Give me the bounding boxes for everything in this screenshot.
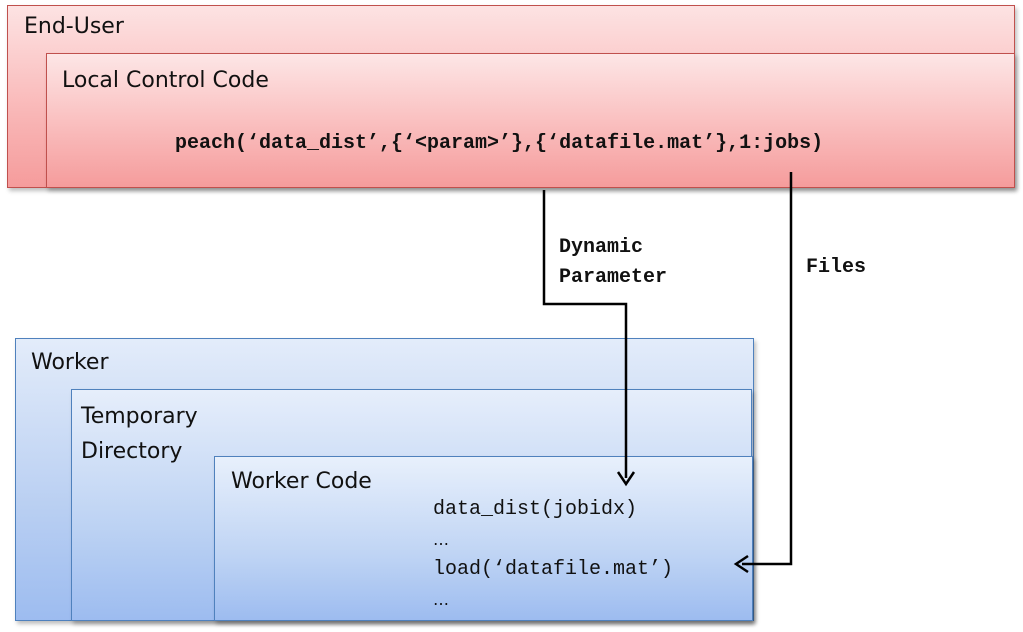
dynamic-parameter-label-line2: Parameter xyxy=(559,266,668,289)
worker-code-ellipsis-2: … xyxy=(433,590,449,609)
files-arrowhead xyxy=(733,554,749,574)
worker-code-box xyxy=(214,456,753,621)
files-arrow xyxy=(742,172,793,566)
worker-code-line-load: load(‘datafile.mat’) xyxy=(433,558,674,581)
worker-code-title: Worker Code xyxy=(231,469,372,494)
worker-code-line-data-dist: data_dist(jobidx) xyxy=(433,498,638,521)
end-user-title: End-User xyxy=(24,14,124,39)
local-control-code-box xyxy=(46,53,1015,188)
temporary-directory-title-line1: Temporary xyxy=(81,404,198,429)
peach-call-code: peach(‘data_dist’,{‘<param>’},{‘datafile… xyxy=(175,132,824,155)
dynamic-parameter-arrowhead xyxy=(616,471,636,487)
dynamic-parameter-label-line1: Dynamic xyxy=(559,236,644,259)
worker-title: Worker xyxy=(31,350,109,375)
temporary-directory-title-line2: Directory xyxy=(81,439,183,464)
files-label: Files xyxy=(806,256,867,279)
dynamic-parameter-arrow xyxy=(542,190,628,478)
local-control-code-title: Local Control Code xyxy=(62,68,269,93)
worker-code-ellipsis-1: … xyxy=(433,530,449,549)
